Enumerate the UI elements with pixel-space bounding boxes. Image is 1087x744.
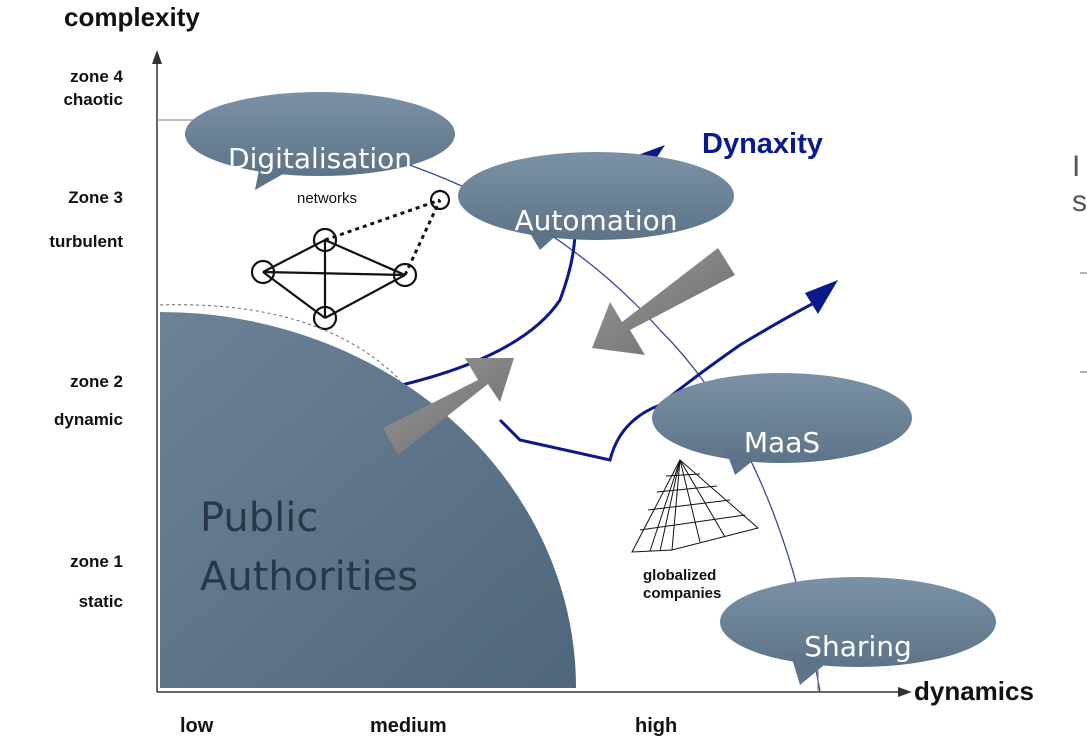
automation-label: Automation: [514, 204, 678, 237]
y-level-zone4: zone 4: [70, 67, 123, 86]
x-axis-arrowhead: [898, 687, 912, 697]
dynaxity-lower-arrowhead: [805, 280, 838, 314]
public-authorities-line2: Authorities: [200, 554, 419, 600]
pyramid-icon: [631, 459, 760, 553]
globalized-label-2: companies: [643, 585, 722, 602]
maas-label: MaaS: [743, 426, 821, 459]
sharing-bubble: [720, 577, 996, 685]
y-level-zone2: zone 2: [70, 372, 123, 391]
y-level-zone2-name: dynamic: [54, 410, 123, 429]
x-level-high: high: [635, 715, 678, 737]
x-axis-title: dynamics: [914, 676, 1034, 706]
dynaxity-label: Dynaxity: [702, 128, 823, 160]
x-level-low: low: [180, 715, 214, 737]
digitalisation-label: Digitalisation: [228, 142, 412, 175]
public-authorities-line1: Public: [200, 495, 319, 541]
cropped-text-1: I: [1072, 150, 1081, 183]
y-axis-title: complexity: [64, 2, 200, 32]
y-level-zone3-name: turbulent: [49, 232, 123, 251]
digitalisation-bubble: [185, 92, 455, 190]
y-level-zone4-name: chaotic: [63, 90, 123, 109]
globalized-label-1: globalized: [643, 567, 717, 584]
y-axis-arrowhead: [152, 50, 162, 64]
networks-label: networks: [297, 190, 358, 207]
quarter-dashed-boundary: [159, 304, 401, 381]
public-authorities-region: [160, 312, 576, 688]
inward-arrow-bottomleft: [383, 358, 514, 455]
automation-bubble: [458, 152, 734, 250]
x-level-medium: medium: [370, 715, 447, 737]
networks-graph: [250, 189, 451, 331]
sharing-label: Sharing: [804, 630, 912, 663]
y-level-zone3: Zone 3: [68, 188, 123, 207]
inward-arrow-topright: [592, 248, 735, 355]
dynaxity-lower-curve: [498, 298, 821, 462]
y-level-zone1-name: static: [78, 592, 123, 611]
maas-bubble: [652, 373, 912, 475]
cropped-text-2: s: [1072, 185, 1087, 218]
y-level-zone1: zone 1: [70, 552, 123, 571]
